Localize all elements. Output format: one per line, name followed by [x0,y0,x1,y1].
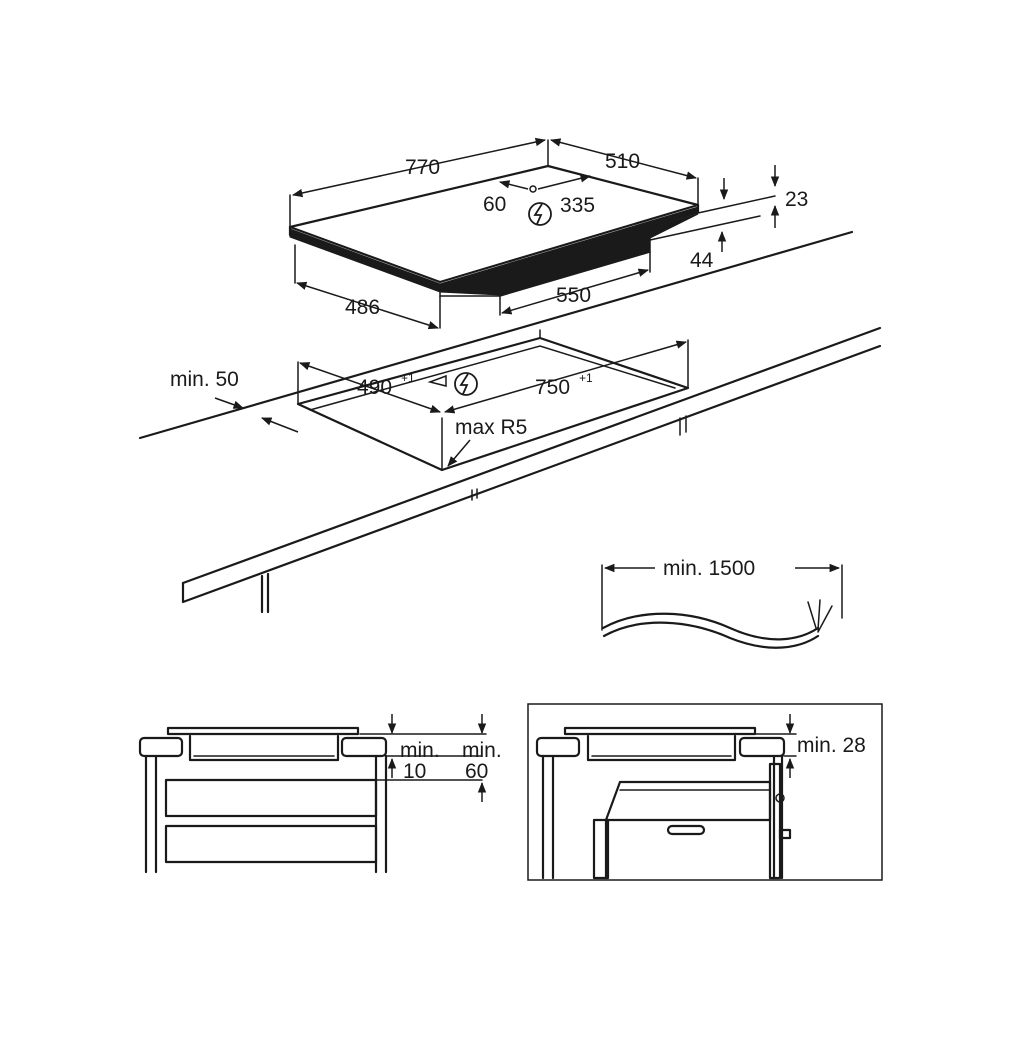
drawer-min-b-label: min. [462,739,502,762]
drawer-min-a-label: min. [400,739,440,762]
corner-radius-label: max R5 [455,416,527,439]
dim-width-label: 510 [605,150,640,173]
oven-body [604,780,772,880]
dim-left-offset-label: 60 [483,193,506,216]
drawer-bottom [164,824,378,864]
drawer-installation-view: min. 10 min. 60 [138,714,502,874]
oven-min-gap-label: min. 28 [797,734,866,757]
power-cable-view: min. 1500 [601,557,843,649]
cut-depth-tol-label: +1 [401,371,415,385]
worktop-leg-left [260,572,270,614]
cable-wire [601,612,820,641]
cut-length-tol-label: +1 [579,371,593,385]
hob-top-view: 770 510 60 335 23 44 486 550 [288,137,808,330]
drawer-top [164,778,378,818]
dim-box-length-label: 550 [556,284,591,307]
electric-connection-icon [528,202,552,226]
dim-box-depth-label: 486 [345,296,380,319]
oven-hob-glass [563,726,757,736]
drawer-min-b-value: 60 [465,760,488,783]
oven-frame [527,703,883,881]
worktop-top [138,230,882,585]
cable-min-length-label: min. 1500 [663,557,755,580]
drawer-hob-glass [166,726,360,736]
dim-right-offset-label: 335 [560,194,595,217]
worktop-front [181,344,882,604]
drawer-hob-box [188,734,340,762]
hob-under-box [439,213,699,296]
dim-length-label: 770 [405,156,440,179]
worktop-cutout-view: min. 50 490 +1 750 +1 max R5 [138,230,882,614]
hob-glass-top [288,164,700,284]
dim-box-height-label: 44 [690,249,714,272]
cut-depth-label: 490 [357,376,392,399]
cut-length-label: 750 [535,376,570,399]
oven-hob-box [586,734,737,762]
oven-handle [666,824,706,836]
electric-connection-icon [454,372,478,396]
drawer-min-a-value: 10 [403,760,426,783]
dim-thickness-label: 23 [785,188,808,211]
min-edge-label: min. 50 [170,368,239,391]
oven-installation-view: min. 28 [527,703,883,881]
